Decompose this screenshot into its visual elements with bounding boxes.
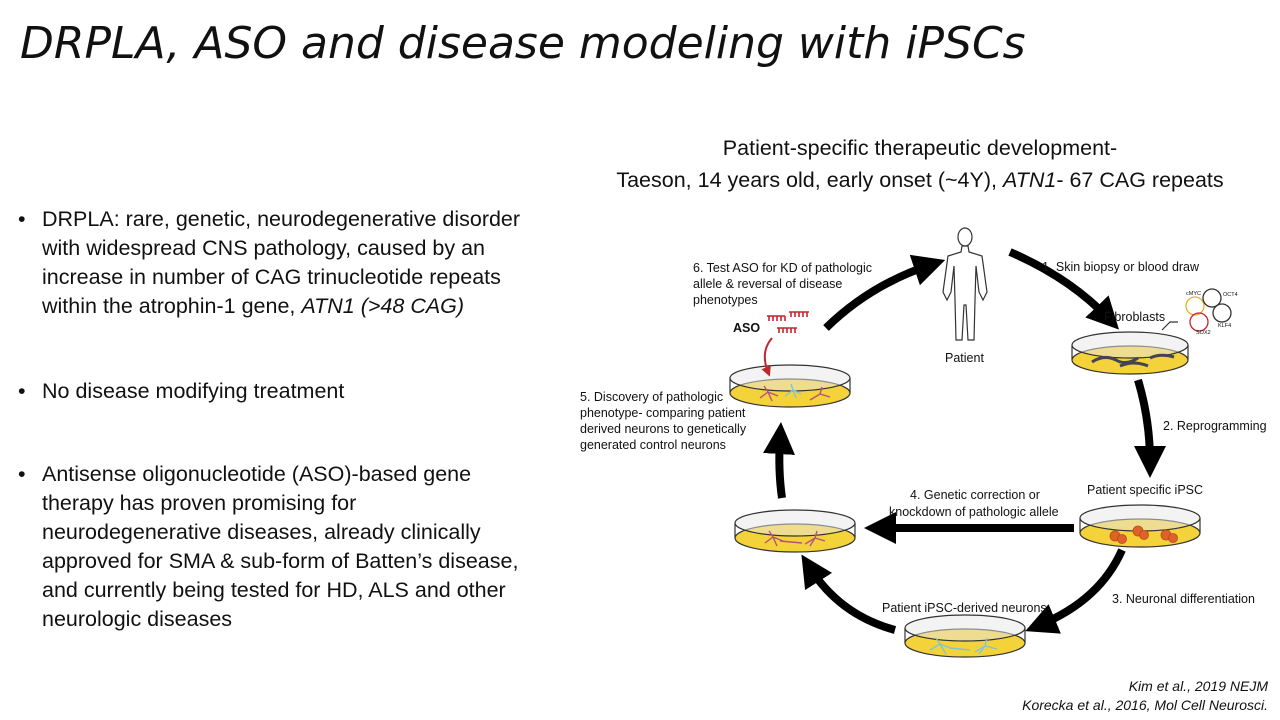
ipsc-dish: [1079, 504, 1201, 548]
aso-treated-dish: [729, 364, 851, 408]
patient-figure-icon: [942, 227, 988, 341]
fibroblasts-label: Fibroblasts: [1104, 310, 1165, 324]
citation-korecka: Korecka et al., 2016, Mol Cell Neurosci.: [1022, 697, 1268, 713]
arrow-step6: [823, 254, 946, 331]
factor-cmyc: cMYC: [1186, 291, 1201, 297]
factor-oct4: OCT4: [1223, 292, 1238, 298]
step3-label: 3. Neuronal differentiation: [1112, 592, 1255, 606]
bullet-drpla-gene: ATN1 (>48 CAG): [301, 294, 465, 318]
bullet-list: DRPLA: rare, genetic, neurodegenerative …: [16, 205, 536, 634]
bullet-drpla: DRPLA: rare, genetic, neurodegenerative …: [16, 205, 536, 321]
aso-label: ASO: [733, 321, 760, 335]
heading-line2-post: - 67 CAG repeats: [1056, 168, 1224, 192]
step5-label-line3: derived neurons to genetically: [580, 422, 747, 436]
ipsc-label: Patient specific iPSC: [1087, 483, 1203, 497]
heading-line2-gene: ATN1: [1002, 168, 1057, 192]
neurons-label: Patient iPSC-derived neurons: [882, 601, 1047, 615]
arrow-step5: [763, 422, 795, 499]
step5-label-line1: 5. Discovery of pathologic: [580, 390, 723, 404]
factor-sox2: SOX2: [1196, 330, 1211, 336]
aso-arrow: [761, 337, 773, 377]
slide-title: DRPLA, ASO and disease modeling with iPS…: [20, 18, 1026, 69]
step6-label-line3: phenotypes: [693, 293, 758, 307]
patient-neuron-dish: [904, 614, 1026, 658]
arrow-step2: [1133, 378, 1166, 478]
factor-connector: [1161, 321, 1178, 331]
step6-label-line1: 6. Test ASO for KD of pathologic: [693, 261, 872, 275]
heading-line2-pre: Taeson, 14 years old, early onset (~4Y),: [616, 168, 1003, 192]
bullet-treatment: No disease modifying treatment: [16, 377, 536, 406]
arrow-step1: [1008, 248, 1120, 330]
patient-label: Patient: [945, 351, 984, 365]
reprogramming-factors: [1185, 288, 1232, 332]
bullet-aso: Antisense oligonucleotide (ASO)-based ge…: [16, 460, 536, 634]
factor-klf4: KLF4: [1218, 323, 1231, 329]
citation-kim: Kim et al., 2019 NEJM: [1128, 678, 1268, 694]
step4-label-line2: knockdown of pathologic allele: [889, 505, 1059, 519]
step1-label: 1. Skin biopsy or blood draw: [1042, 260, 1200, 274]
diagram-heading-line1: Patient-specific therapeutic development…: [722, 136, 1118, 160]
step6-label-line2: allele & reversal of disease: [693, 277, 842, 291]
bullet-drpla-text: DRPLA: rare, genetic, neurodegenerative …: [42, 207, 521, 318]
step5-label-line4: generated control neurons: [580, 438, 726, 452]
aso-molecule-icon: [767, 311, 809, 333]
fibroblast-dish: [1071, 331, 1189, 375]
step2-label: 2. Reprogramming: [1163, 419, 1267, 433]
control-neuron-dish: [734, 509, 856, 553]
step5-label-line2: phenotype- comparing patient: [580, 406, 746, 420]
arrow-to-control: [801, 554, 897, 634]
diagram-heading-line2: Taeson, 14 years old, early onset (~4Y),…: [560, 168, 1280, 193]
arrow-step3: [1025, 548, 1126, 634]
step4-label-line1: 4. Genetic correction or: [910, 488, 1040, 502]
